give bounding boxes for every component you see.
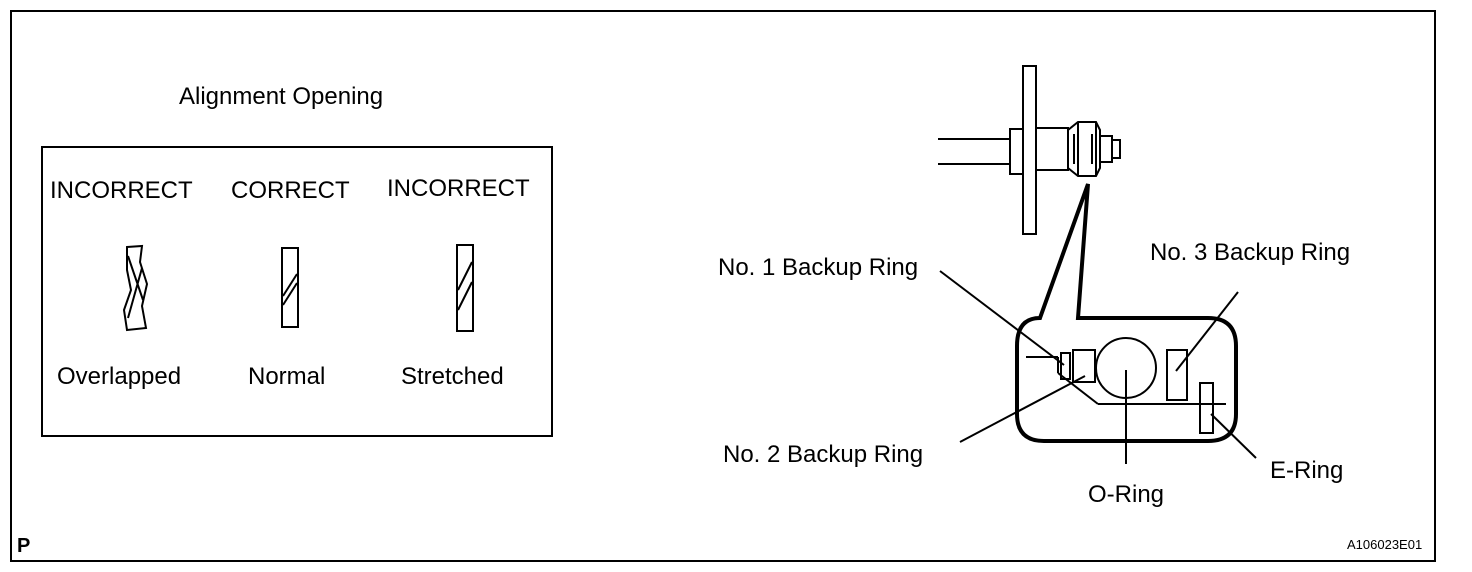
- label-backup-ring-1: No. 1 Backup Ring: [718, 254, 919, 281]
- alignment-panel-box: [41, 146, 553, 437]
- caption-stretched: Stretched: [401, 363, 504, 390]
- stretched-ring-icon: [456, 244, 474, 332]
- column-header-incorrect-stretched: INCORRECT: [387, 175, 530, 202]
- column-header-correct: CORRECT: [231, 177, 350, 204]
- backup-ring-3-shape: [1166, 349, 1188, 401]
- alignment-opening-title: Alignment Opening: [179, 83, 384, 110]
- backup-ring-2-shape: [1072, 349, 1096, 383]
- figure-frame: [10, 10, 1436, 562]
- normal-ring-icon: [281, 247, 299, 328]
- figure-id: A106023E01: [1347, 537, 1423, 552]
- backup-ring-1-shape: [1060, 352, 1071, 380]
- column-header-incorrect-overlapped: INCORRECT: [50, 177, 193, 204]
- detail-callout-outline: [1015, 183, 1238, 443]
- label-backup-ring-2: No. 2 Backup Ring: [723, 441, 924, 468]
- overlapped-ring-icon: [122, 244, 149, 332]
- injector-assembly: [938, 65, 1121, 235]
- caption-overlapped: Overlapped: [57, 363, 182, 390]
- corner-mark: P: [17, 535, 31, 557]
- label-e-ring: E-Ring: [1270, 457, 1344, 484]
- e-ring-shape: [1199, 382, 1214, 434]
- label-o-ring: O-Ring: [1088, 481, 1165, 508]
- caption-normal: Normal: [248, 363, 326, 390]
- label-backup-ring-3: No. 3 Backup Ring: [1150, 239, 1351, 266]
- leader-lines: [939, 270, 1257, 464]
